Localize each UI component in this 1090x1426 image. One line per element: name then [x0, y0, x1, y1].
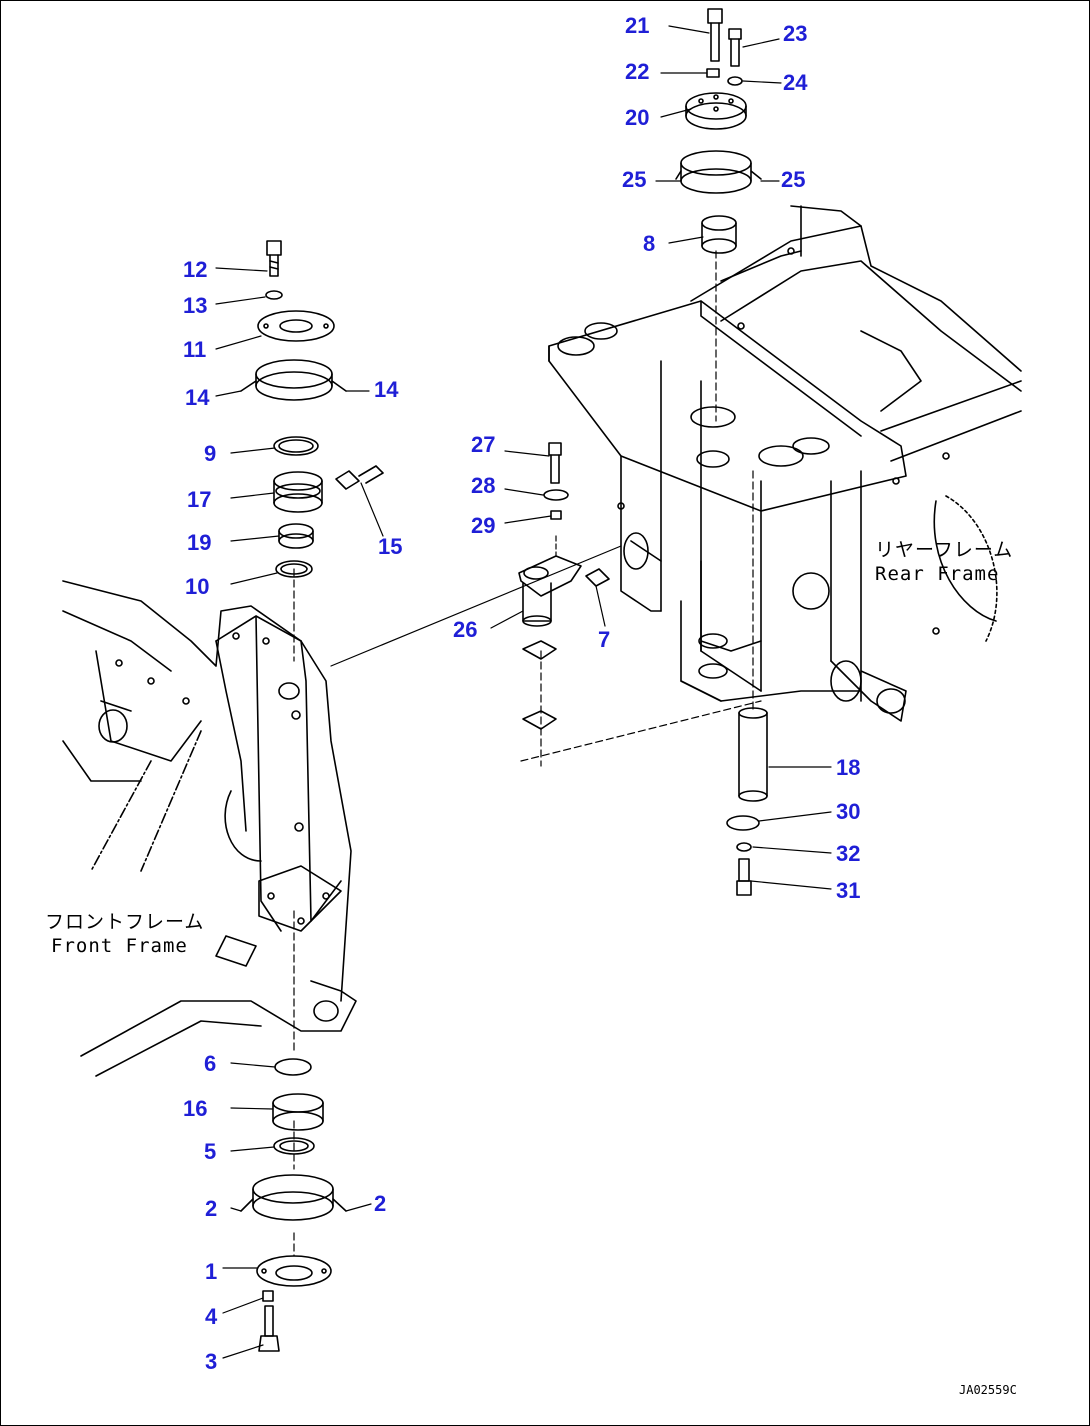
- callout-8[interactable]: 8: [643, 231, 656, 256]
- callout-18[interactable]: 18: [836, 755, 861, 780]
- callout-25-left[interactable]: 25: [622, 167, 647, 192]
- callout-13[interactable]: 13: [183, 293, 208, 318]
- rear-frame-drawing: [548, 205, 1022, 722]
- callout-19[interactable]: 19: [187, 530, 212, 555]
- callout-27[interactable]: 27: [471, 432, 496, 457]
- front-frame-label-en: Front Frame: [51, 935, 188, 957]
- callout-17[interactable]: 17: [187, 487, 212, 512]
- front-frame-drawing: [62, 580, 357, 1077]
- callout-6[interactable]: 6: [204, 1051, 217, 1076]
- callout-10[interactable]: 10: [185, 574, 210, 599]
- callout-30[interactable]: 30: [836, 799, 861, 824]
- callout-15[interactable]: 15: [378, 534, 403, 559]
- callout-28[interactable]: 28: [471, 473, 496, 498]
- callout-31[interactable]: 31: [836, 878, 861, 903]
- drawing-code: JA02559C: [959, 1383, 1017, 1397]
- rear-frame-label-en: Rear Frame: [875, 563, 1000, 585]
- callout-5[interactable]: 5: [204, 1139, 217, 1164]
- front-frame-label-jp: フロントフレーム: [45, 911, 205, 933]
- callout-14-right[interactable]: 14: [374, 377, 399, 402]
- callout-24[interactable]: 24: [783, 70, 808, 95]
- alignment-lines: [293, 250, 762, 1257]
- callout-16[interactable]: 16: [183, 1096, 208, 1121]
- callout-11[interactable]: 11: [183, 337, 207, 362]
- front-pin-stack: [240, 240, 384, 1352]
- callout-26[interactable]: 26: [453, 617, 478, 642]
- callout-12[interactable]: 12: [183, 257, 208, 282]
- callout-1[interactable]: 1: [205, 1259, 218, 1284]
- callout-14-left[interactable]: 14: [185, 385, 210, 410]
- callout-2-left[interactable]: 2: [205, 1196, 218, 1221]
- callout-2-right[interactable]: 2: [374, 1191, 387, 1216]
- callout-23[interactable]: 23: [783, 21, 808, 46]
- callout-3[interactable]: 3: [205, 1349, 218, 1374]
- callout-25-right[interactable]: 25: [781, 167, 806, 192]
- callout-9[interactable]: 9: [204, 441, 217, 466]
- callout-20[interactable]: 20: [625, 105, 650, 130]
- rear-frame-label-jp: リヤーフレーム: [875, 539, 1014, 561]
- callout-22[interactable]: 22: [625, 59, 650, 84]
- callout-4[interactable]: 4: [205, 1304, 218, 1329]
- callout-29[interactable]: 29: [471, 513, 496, 538]
- callout-21[interactable]: 21: [625, 13, 650, 38]
- callout-32[interactable]: 32: [836, 841, 861, 866]
- callout-7[interactable]: 7: [598, 627, 611, 652]
- rear-pin-stack: [518, 8, 768, 896]
- leader-lines: [215, 25, 832, 1359]
